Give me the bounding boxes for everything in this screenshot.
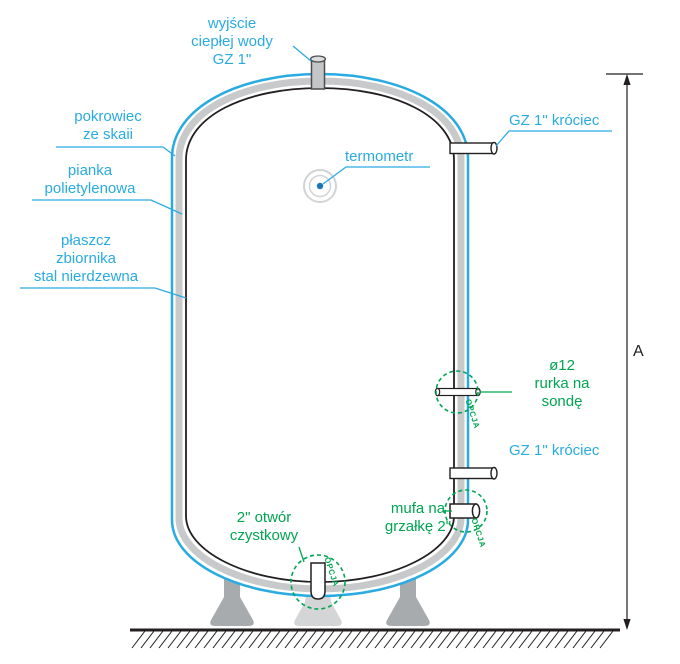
- tank-leg-left: [210, 552, 254, 626]
- leader-otwor: [298, 546, 305, 563]
- leader-pianka: [32, 199, 183, 215]
- callout-pianka: pianka polietylenowa: [44, 162, 136, 197]
- callout-hot-water-outlet: wyjście ciepłej wody GZ 1": [191, 15, 273, 68]
- krociec-bottom-pipe: [449, 466, 498, 480]
- cleanout-pipe: [310, 562, 326, 600]
- callout-krociec-top: GZ 1" króciec: [509, 112, 600, 129]
- callout-mufa: mufa na grzałkę 2": [384, 500, 452, 535]
- dimension-line-a: [606, 73, 643, 630]
- tank-leg-right: [386, 552, 430, 626]
- dimension-label-a: A: [633, 343, 644, 360]
- leader-krociec-top: [495, 130, 612, 147]
- callout-otwor: 2" otwór czystkowy: [229, 509, 299, 544]
- ground-hatching: [131, 630, 614, 649]
- callout-pokrowiec: pokrowiec ze skaii: [74, 108, 142, 143]
- callout-krociec-bottom: GZ 1" króciec: [509, 442, 600, 459]
- option-circle-rurka: [435, 370, 479, 414]
- leader-termometr: [322, 166, 430, 185]
- leader-outlet: [292, 45, 312, 62]
- option-circle-mufa: [444, 489, 488, 533]
- leader-pokrowiec: [56, 146, 176, 157]
- callout-rurka-sondy: ø12 rurka na sondę: [534, 357, 590, 410]
- thermometer-gauge: [303, 169, 337, 203]
- option-circle-otwor: [290, 554, 346, 610]
- callout-plaszcz: płaszcz zbiornika stal nierdzewna: [33, 232, 139, 285]
- leader-plaszcz: [20, 287, 187, 299]
- callout-termometr: termometr: [345, 148, 414, 165]
- krociec-top-pipe: [449, 141, 498, 155]
- heater-coupling-pipe: [449, 503, 481, 519]
- hot-water-outlet-pipe: [309, 55, 327, 90]
- probe-tube-pipe: [434, 387, 481, 397]
